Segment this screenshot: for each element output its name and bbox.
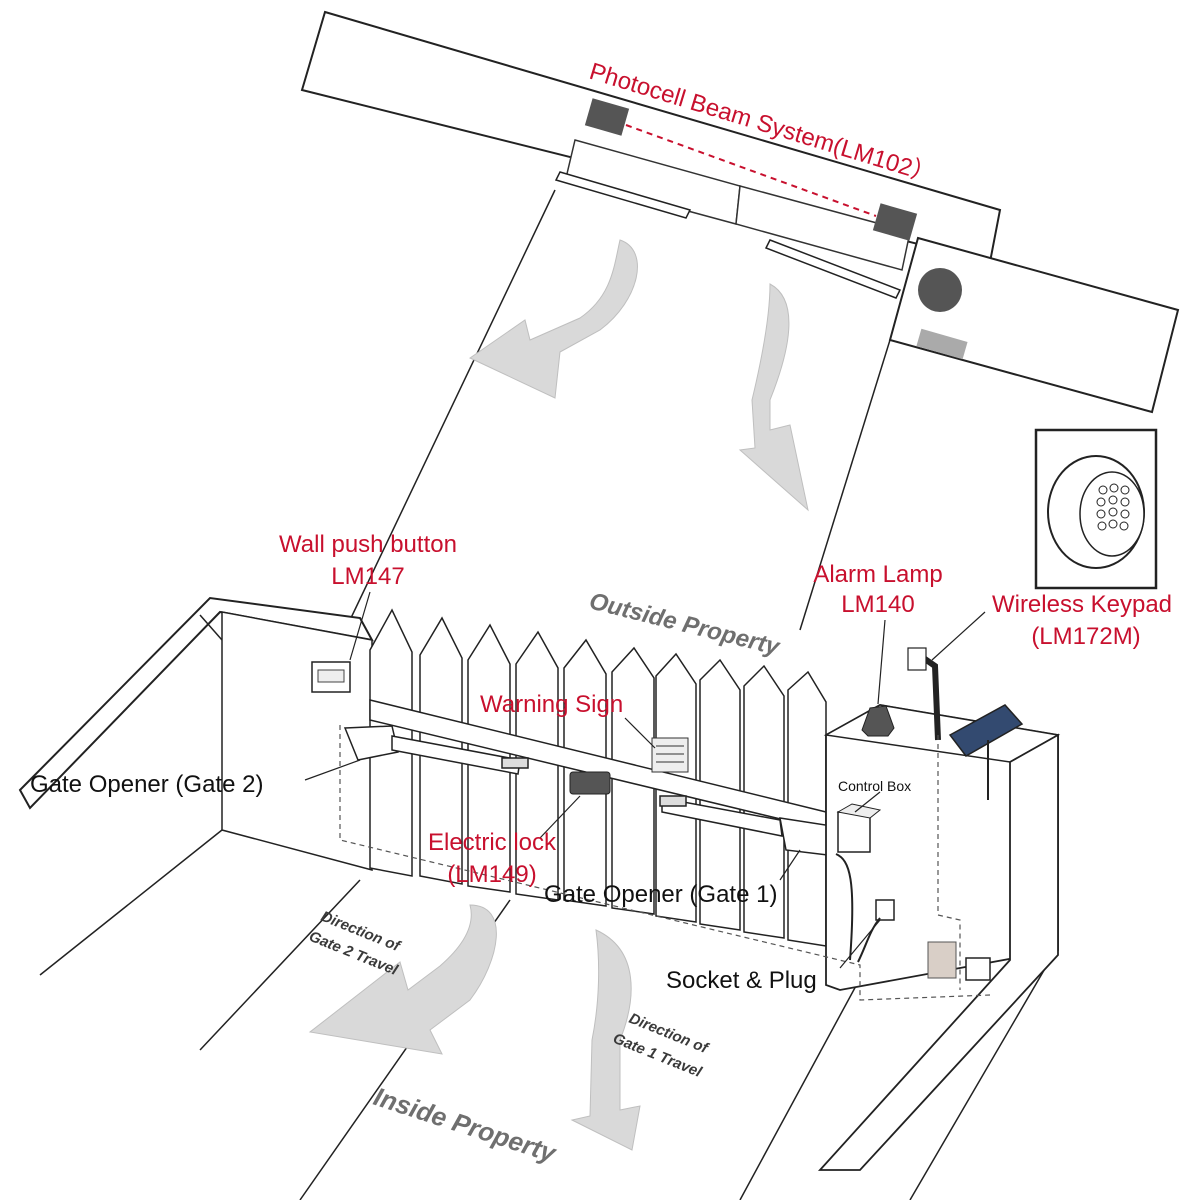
ground-line-5: [909, 959, 1051, 1200]
solar-panel: [948, 704, 1024, 757]
alarm-lamp-device: [861, 705, 895, 737]
label-wall-push-button-model: LM147: [331, 563, 404, 590]
photocell-receiver: [872, 203, 918, 241]
wall-push-button-key: [317, 669, 345, 683]
plan-control-box: [916, 328, 968, 360]
label-outside-property: Outside Property: [587, 588, 784, 662]
ground-line-2: [199, 879, 361, 1051]
control-box-cable: [835, 853, 854, 961]
battery-box: [927, 941, 957, 979]
ground-line-4: [739, 959, 871, 1200]
plan-gate-leaf-2: [735, 185, 911, 271]
swing-arrow-gate-1: [570, 929, 641, 1151]
control-box-top: [836, 803, 882, 819]
electric-lock-device: [569, 771, 611, 795]
plan-opener-left: [554, 171, 692, 219]
photocell-transmitter: [584, 98, 630, 136]
label-gate-opener-1: Gate Opener (Gate 1): [544, 881, 777, 908]
socket-cable: [857, 917, 881, 963]
keypad-small-device: [907, 647, 927, 671]
label-socket-plug: Socket & Plug: [666, 967, 817, 994]
leader-electric-lock: [539, 795, 581, 839]
plan-right-pillar: [888, 236, 1180, 414]
plan-alarm-lamp: [918, 268, 962, 312]
label-alarm-lamp-model: LM140: [841, 591, 914, 618]
leader-keypad: [931, 611, 986, 661]
wiring-dashed: [937, 735, 961, 990]
plan-drive-edge-left: [349, 189, 556, 621]
socket-device: [875, 899, 895, 921]
label-inside-property: Inside Property: [370, 1081, 561, 1168]
label-gate-opener-2: Gate Opener (Gate 2): [30, 771, 263, 798]
photocell-beam: [625, 124, 877, 217]
leader-gate-opener-1: [779, 849, 801, 881]
left-wall-edge: [199, 614, 223, 641]
control-box-device: [837, 811, 871, 853]
label-warning-sign: Warning Sign: [480, 691, 623, 718]
label-wall-push-button: Wall push button: [279, 531, 457, 558]
ground-line-1: [39, 829, 223, 976]
plan-opener-right: [764, 239, 902, 299]
keypad-inset: [1034, 428, 1158, 590]
label-alarm-lamp: Alarm Lamp: [813, 561, 942, 588]
label-electric-lock: Electric lock: [428, 829, 557, 856]
label-wireless-keypad: Wireless Keypad: [992, 591, 1172, 618]
leader-wall-button: [349, 591, 371, 661]
leader-warning-sign: [624, 717, 656, 749]
leader-gate-opener-2: [304, 759, 361, 781]
label-electric-lock-model: (LM149): [447, 861, 536, 888]
transformer-box: [965, 957, 991, 981]
leader-socket-plug: [839, 919, 881, 969]
plan-swing-arrow-gate-1: [738, 283, 809, 512]
label-wireless-keypad-model: (LM172M): [1031, 623, 1140, 650]
keypad-inset-keys: [1096, 483, 1130, 531]
label-control-box: Control Box: [838, 778, 911, 794]
plan-drive-edge-right: [799, 339, 891, 631]
right-boundary-wall: [817, 733, 1059, 1171]
warning-sign-plate: [651, 737, 689, 773]
plan-swing-arrow-gate-2: [469, 239, 638, 399]
leader-control-box: [854, 791, 881, 813]
plan-view: [300, 10, 1180, 631]
perspective-view: [18, 591, 1061, 1200]
picket: [515, 630, 559, 901]
leader-alarm-lamp: [877, 619, 886, 705]
swing-arrow-gate-2: [308, 904, 497, 1055]
gate-opener-2-device: [343, 725, 529, 775]
wiring-dashed: [339, 725, 991, 1001]
